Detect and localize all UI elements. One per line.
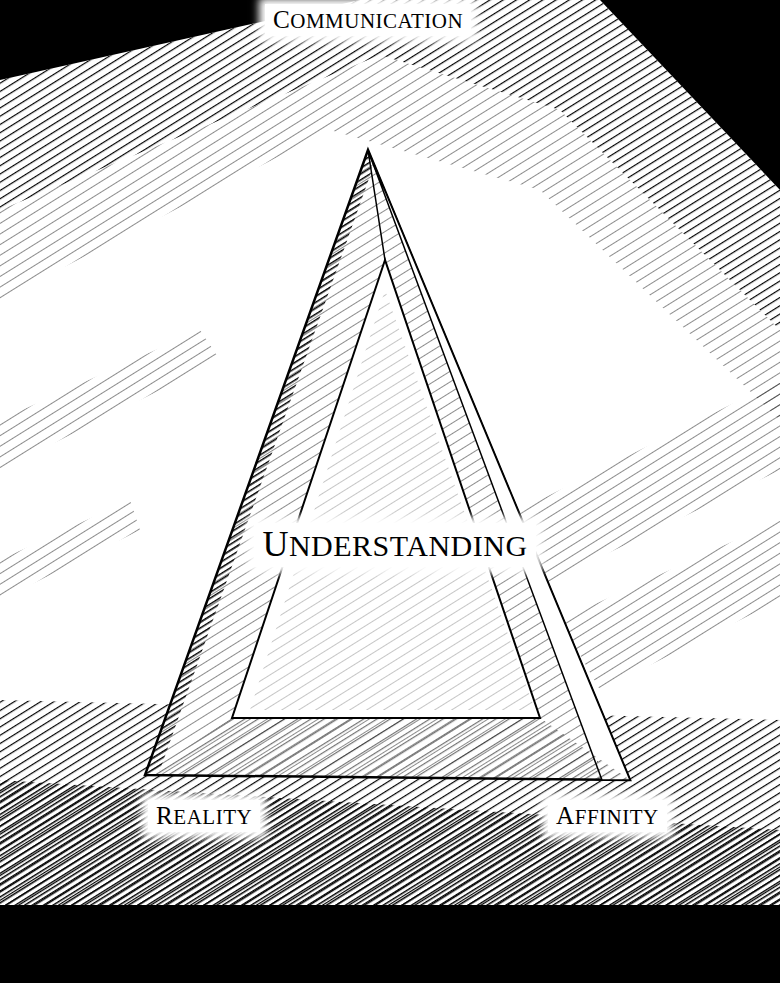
corner-label: AFFINITY bbox=[548, 800, 667, 832]
corner-label: REALITY bbox=[148, 800, 260, 832]
triangle-inner-face bbox=[232, 260, 540, 718]
triangle-shadow bbox=[145, 718, 630, 780]
triangle-inner-shading bbox=[250, 290, 535, 710]
corner-label: COMMUNICATION bbox=[265, 4, 471, 36]
triangle-node: UNDERSTANDING bbox=[140, 140, 635, 790]
triangle-bevel bbox=[145, 150, 630, 780]
center-label: UNDERSTANDING bbox=[254, 523, 535, 567]
triangle-shape bbox=[140, 140, 635, 790]
triangle-outline bbox=[145, 150, 630, 780]
triangle-edge bbox=[368, 150, 385, 260]
